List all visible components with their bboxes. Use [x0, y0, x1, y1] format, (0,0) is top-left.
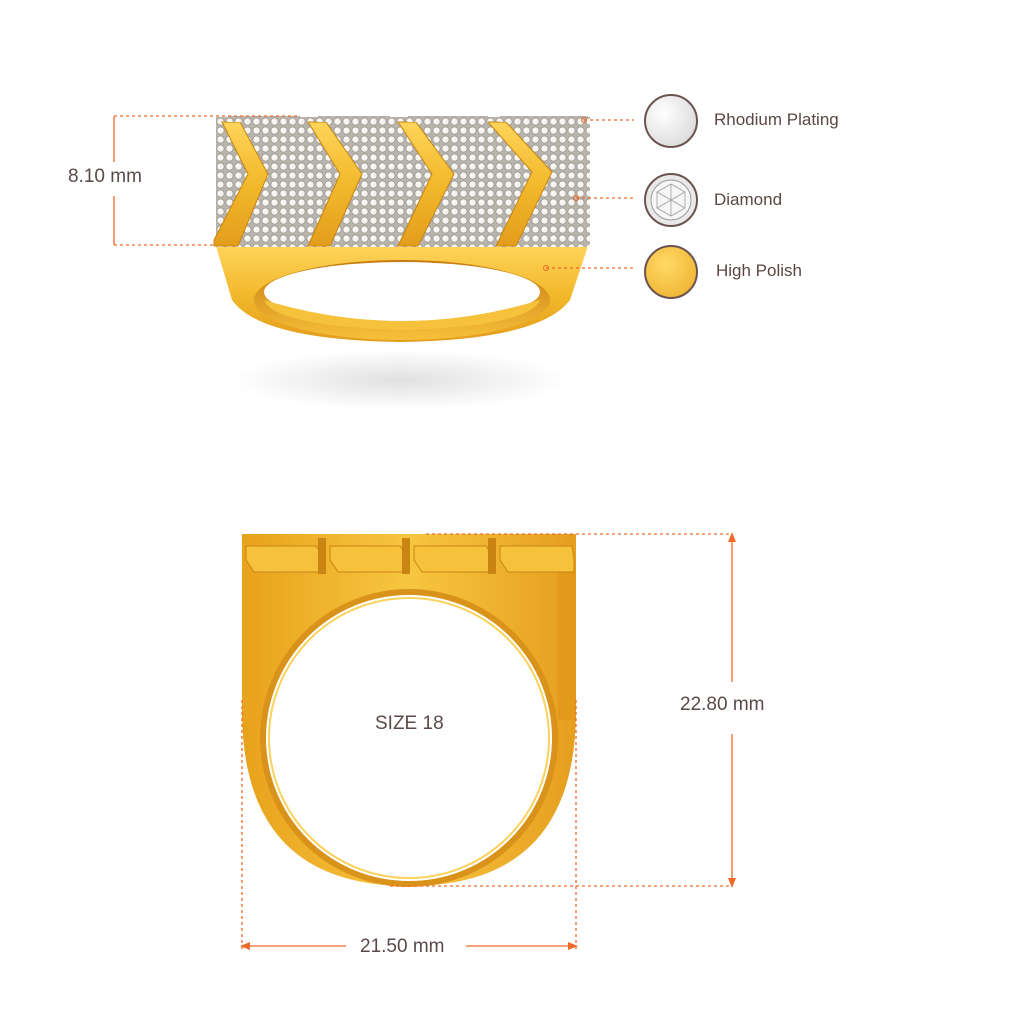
gold-swatch [644, 245, 698, 299]
legend-label-diamond: Diamond [714, 190, 783, 209]
ring-perspective-view [213, 116, 590, 410]
size-label: SIZE 18 [375, 713, 444, 734]
legend-leaders [546, 119, 634, 269]
height-label: 8.10 mm [68, 166, 142, 187]
legend-swatches [644, 94, 698, 299]
ring-front-view [242, 534, 576, 887]
height-dimension-line [113, 115, 300, 246]
legend-label-high-polish: High Polish [716, 261, 802, 280]
total-height-label: 22.80 mm [680, 694, 765, 715]
rhodium-swatch [644, 94, 698, 148]
width-label: 21.50 mm [360, 936, 445, 957]
legend-label-rhodium: Rhodium Plating [714, 110, 839, 129]
width-dimension-line [241, 700, 577, 950]
total-height-dimension-line [390, 533, 733, 887]
diamond-swatch [644, 173, 698, 227]
